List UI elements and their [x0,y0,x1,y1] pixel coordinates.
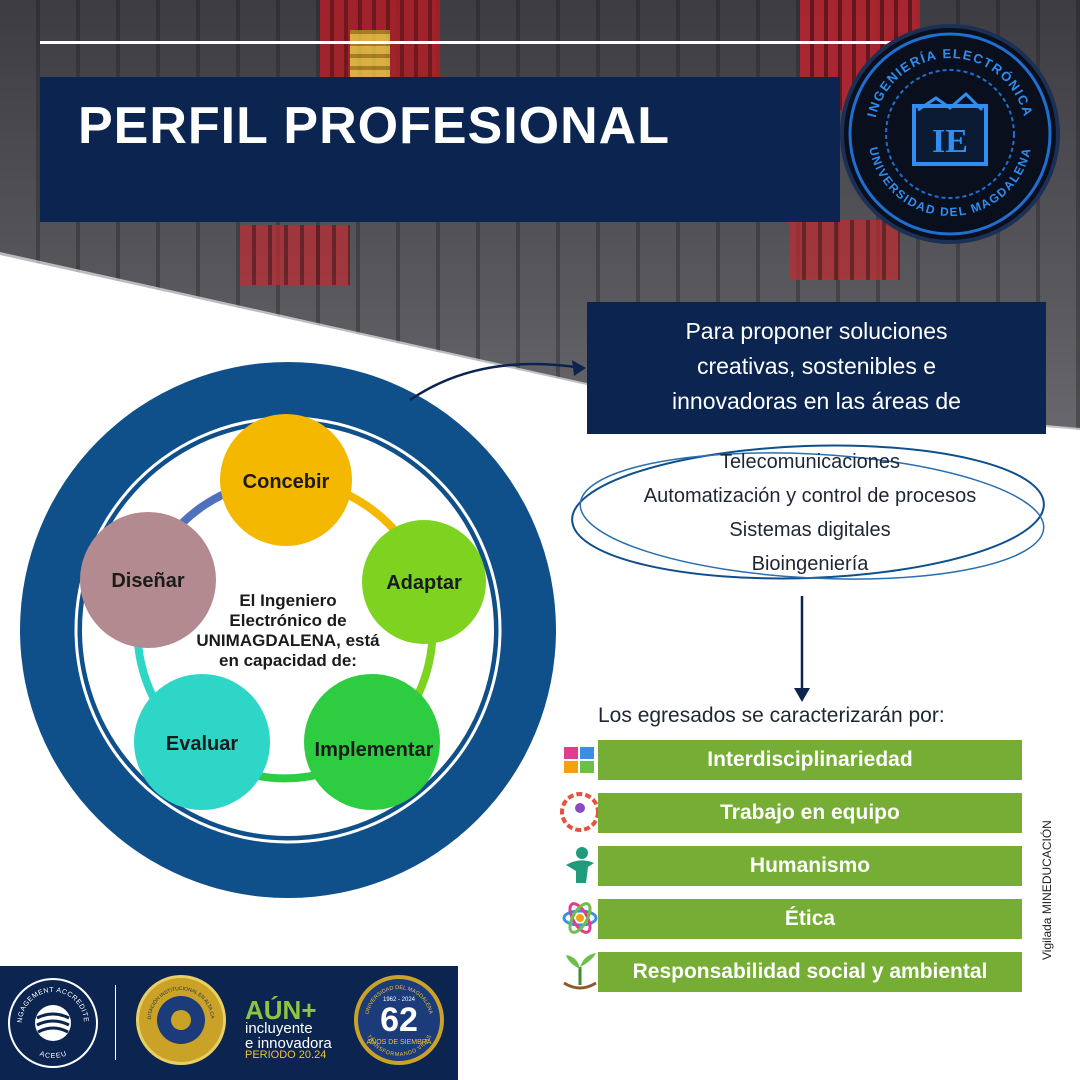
center-text-line-2: Electrónico de [229,611,346,630]
aun-brand: AÚN+ [245,995,317,1025]
description-line-2: creativas, sostenibles e [696,353,937,379]
node-implementar-label: Implementar [315,739,434,761]
node-disenar-label: Diseñar [111,570,185,592]
anniversary-number: 62 [380,1001,418,1039]
center-text-line-3: UNIMAGDALENA, está [196,631,380,650]
node-evaluar [134,674,270,810]
anniversary-seal: UNIVERSIDAD DEL MAGDALENA TRANSFORMANDO … [354,975,444,1065]
trait-etica: Ética [598,899,1022,939]
node-disenar [80,512,216,648]
graduates-title: Los egresados se caracterizarán por: [598,704,945,727]
trait-responsabilidad-social-ambiental: Responsabilidad social y ambiental [598,952,1022,992]
aun-line-1: incluyente [245,1020,313,1037]
node-adaptar [362,520,486,644]
logo-monogram: IE [932,123,968,160]
teamwork-hands-icon [558,790,602,834]
arrow-to-description [409,360,586,402]
footer-divider [115,985,116,1060]
area-item: Bioingeniería [751,553,869,575]
vigilada-mineducacion: Vigilada MINEDUCACIÓN [1040,820,1054,960]
description-line-1: Para proponer soluciones [685,318,948,344]
description-text: Para proponer soluciones creativas, sost… [587,314,1046,419]
description-banner [587,302,1046,434]
aceeu-bottom-text: ACEEU [39,1051,68,1060]
center-text-line-4: en capacidad de: [219,651,357,670]
person-icon [558,843,602,887]
areas-ellipse [571,444,1045,580]
ethics-atom-icon [558,896,602,940]
capabilities-diagram: SISTEMAS ELECTRÓNICOS SISTEMAS ELECTRÓNI… [20,362,556,898]
area-item: Telecomunicaciones [719,451,901,473]
program-logo: INGENIERÍA ELECTRÓNICA UNIVERSIDAD DEL M… [840,24,1060,244]
trait-interdisciplinariedad: Interdisciplinariedad [598,740,1022,780]
center-text-line-1: El Ingeniero [239,591,336,610]
arrow-down [794,596,810,702]
node-concebir [220,414,352,546]
node-evaluar-label: Evaluar [166,733,238,755]
page-title: PERFIL PROFESIONAL [78,97,670,155]
accreditation-seal: ACREDITACIÓN INSTITUCIONAL EN ALTA CALID… [136,974,226,1065]
area-item: Automatización y control de procesos [643,485,977,507]
description-line-3: innovadoras en las áreas de [672,388,961,414]
trait-trabajo-en-equipo: Trabajo en equipo [598,793,1022,833]
background-cables [790,220,900,280]
node-implementar [304,674,440,810]
background-cables [240,225,350,285]
aceeu-seal: ENGAGEMENT ACCREDITED ACEEU [7,975,98,1068]
anniversary-seal-years: 1962 - 2024 [383,997,416,1003]
node-adaptar-label: Adaptar [386,572,462,594]
puzzle-icon [558,737,602,781]
logo-graphic: INGENIERÍA ELECTRÓNICA UNIVERSIDAD DEL M… [848,32,1052,236]
aun-line-2: e innovadora [245,1035,332,1052]
area-item: Sistemas digitales [729,519,891,541]
aun-slogan: incluyente e innovadora [245,1021,332,1051]
title-banner [40,77,840,222]
aun-period: PERIODO 20.24 [245,1049,327,1061]
trait-humanismo: Humanismo [598,846,1022,886]
node-concebir-label: Concebir [243,471,330,493]
top-rule [40,41,910,44]
plant-hands-icon [558,949,602,993]
areas-list: Telecomunicaciones Automatización y cont… [580,445,1040,581]
anniversary-caption: AÑOS DE SIEMBRA [366,1039,432,1046]
